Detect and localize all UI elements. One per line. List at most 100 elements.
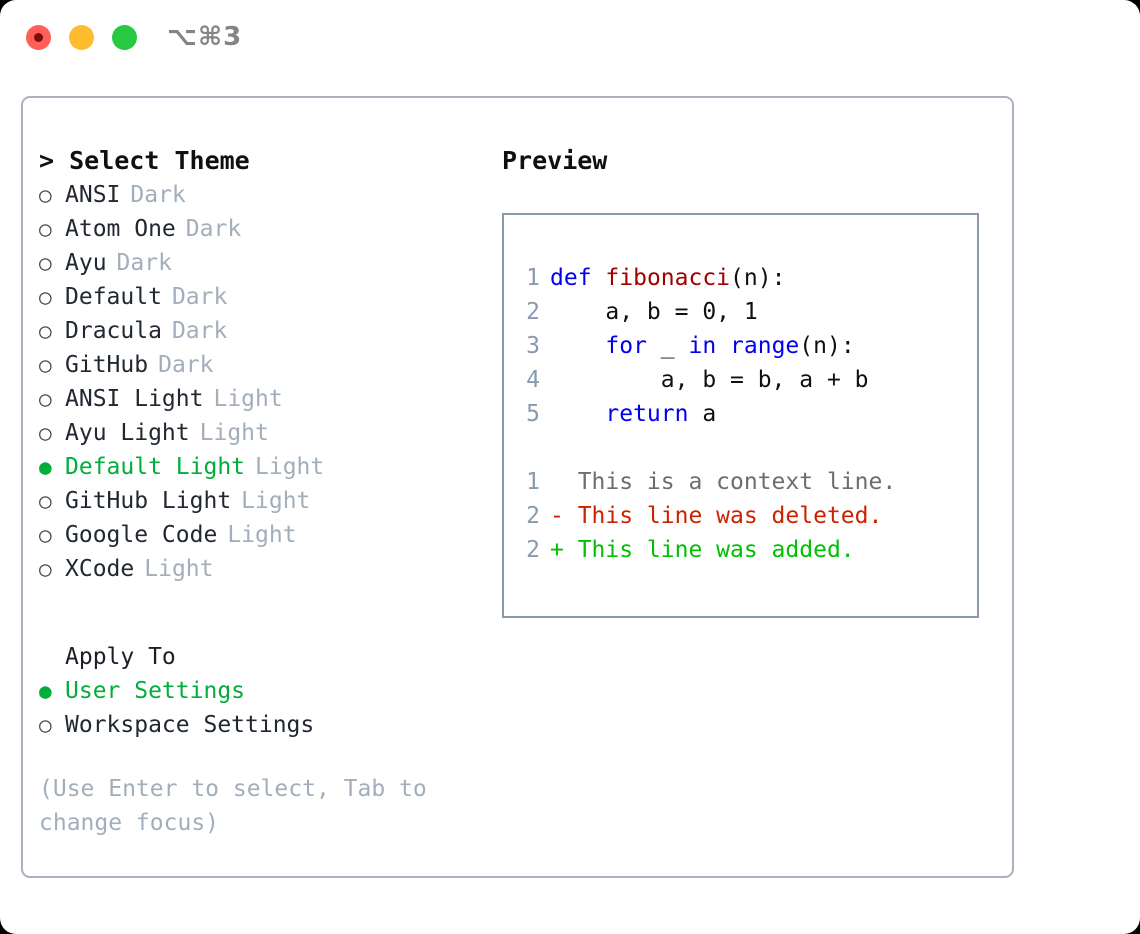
code-line: 2 a, b = 0, 1 bbox=[504, 295, 977, 329]
diff-line-text: + This line was added. bbox=[550, 537, 855, 563]
keyboard-hint-text: (Use Enter to select, Tab to change focu… bbox=[39, 776, 427, 836]
minimize-window-button[interactable] bbox=[69, 25, 94, 50]
theme-item-label: GitHub bbox=[65, 352, 149, 378]
code-line: 1 def fibonacci(n): bbox=[504, 261, 977, 295]
line-number: 2 bbox=[526, 537, 540, 563]
code-token: (n): bbox=[730, 265, 786, 291]
apply-to-list: ● User Settings ○ Workspace Settings bbox=[39, 674, 479, 742]
radio-unselected-icon: ○ bbox=[39, 523, 52, 547]
select-theme-header: > Select Theme bbox=[39, 146, 250, 175]
theme-item-label: Ayu bbox=[65, 250, 107, 276]
code-line-text: a, b = 0, 1 bbox=[550, 295, 758, 329]
line-number: 2 bbox=[526, 503, 540, 529]
theme-item-category: Dark bbox=[185, 216, 242, 242]
code-token: return bbox=[605, 401, 689, 427]
diff-line-text: - This line was deleted. bbox=[550, 503, 883, 529]
diff-line-text: This is a context line. bbox=[550, 469, 897, 495]
radio-unselected-icon: ○ bbox=[39, 251, 52, 275]
code-token: (n): bbox=[799, 333, 855, 359]
theme-item-category: Dark bbox=[171, 284, 228, 310]
radio-unselected-icon: ○ bbox=[39, 489, 52, 513]
radio-unselected-icon: ○ bbox=[39, 557, 52, 581]
close-window-button[interactable] bbox=[26, 25, 51, 50]
apply-to-item-label: User Settings bbox=[65, 678, 246, 704]
theme-item-category: Dark bbox=[158, 352, 214, 378]
theme-item-label: ANSI bbox=[65, 182, 121, 208]
keyboard-shortcut-label: ⌥⌘3 bbox=[167, 22, 243, 52]
theme-item-label: Ayu Light bbox=[65, 420, 190, 446]
radio-unselected-icon: ○ bbox=[39, 285, 52, 309]
radio-unselected-icon: ○ bbox=[39, 319, 52, 343]
diff-line: 1 This is a context line. bbox=[504, 465, 977, 499]
theme-item-category: Light bbox=[199, 420, 269, 446]
theme-item-label: Default Light bbox=[65, 454, 246, 480]
code-line: 4 a, b = b, a + b bbox=[504, 363, 977, 397]
theme-item-category: Light bbox=[227, 522, 297, 548]
line-number: 4 bbox=[526, 367, 540, 393]
diff-sample: 1 This is a context line. 2 - This line wa… bbox=[504, 465, 977, 567]
code-token: a, b = b, a + b bbox=[550, 367, 869, 393]
code-token: def bbox=[550, 265, 592, 291]
code-line-text: for _ in range(n): bbox=[550, 329, 855, 363]
radio-unselected-icon: ○ bbox=[39, 217, 52, 241]
radio-unselected-icon: ○ bbox=[39, 387, 52, 411]
theme-item-label: Atom One bbox=[65, 216, 176, 242]
code-token: range bbox=[730, 333, 800, 359]
diff-line: 2 - This line was deleted. bbox=[504, 499, 977, 533]
title-bar: ⌥⌘3 bbox=[0, 0, 1140, 78]
preview-title: Preview bbox=[502, 146, 608, 175]
theme-item-category: Light bbox=[241, 488, 311, 514]
theme-item-label: Dracula bbox=[65, 318, 162, 344]
code-token bbox=[592, 265, 606, 291]
diff-line: 2 + This line was added. bbox=[504, 533, 977, 567]
theme-item-label: Default bbox=[65, 284, 162, 310]
theme-list-item[interactable]: ○ Google Code Light bbox=[39, 518, 479, 552]
list-spacer bbox=[39, 586, 479, 640]
code-token: a bbox=[688, 401, 717, 427]
code-token: for bbox=[605, 333, 647, 359]
apply-to-section-header: ○ Apply To bbox=[39, 640, 479, 674]
line-number: 1 bbox=[526, 265, 540, 291]
bullet-placeholder: ○ bbox=[39, 640, 65, 674]
code-line-text: def fibonacci(n): bbox=[550, 261, 785, 295]
radio-unselected-icon: ○ bbox=[39, 353, 52, 377]
code-token: a, b = 0, 1 bbox=[550, 299, 758, 325]
line-number: 5 bbox=[526, 401, 540, 427]
theme-item-label: Google Code bbox=[65, 522, 218, 548]
radio-unselected-icon: ○ bbox=[39, 713, 52, 737]
code-line-text: a, b = b, a + b bbox=[550, 363, 869, 397]
theme-list-item[interactable]: ○ Default Dark bbox=[39, 280, 479, 314]
code-token: fibonacci bbox=[605, 265, 731, 291]
code-token bbox=[550, 333, 605, 359]
radio-selected-icon: ● bbox=[39, 679, 52, 703]
theme-list-item[interactable]: ○ GitHub Light Light bbox=[39, 484, 479, 518]
theme-item-label: XCode bbox=[65, 556, 135, 582]
code-line: 5 return a bbox=[504, 397, 977, 431]
traffic-lights bbox=[26, 25, 137, 50]
code-line-text: return a bbox=[550, 397, 716, 431]
code-token: in bbox=[688, 333, 717, 359]
theme-item-label: GitHub Light bbox=[65, 488, 232, 514]
theme-list-item[interactable]: ○ Atom One Dark bbox=[39, 212, 479, 246]
apply-to-item-label: Workspace Settings bbox=[65, 712, 315, 738]
apply-to-item[interactable]: ○ Workspace Settings bbox=[39, 708, 479, 742]
apply-to-title: Apply To bbox=[65, 644, 176, 670]
theme-list-item[interactable]: ○ Ayu Light Light bbox=[39, 416, 479, 450]
apply-to-item[interactable]: ● User Settings bbox=[39, 674, 479, 708]
theme-list-item[interactable]: ○ Dracula Dark bbox=[39, 314, 479, 348]
theme-item-category: Dark bbox=[171, 318, 228, 344]
maximize-window-button[interactable] bbox=[112, 25, 137, 50]
theme-list-item[interactable]: ○ GitHub Dark bbox=[39, 348, 479, 382]
radio-unselected-icon: ○ bbox=[39, 421, 52, 445]
